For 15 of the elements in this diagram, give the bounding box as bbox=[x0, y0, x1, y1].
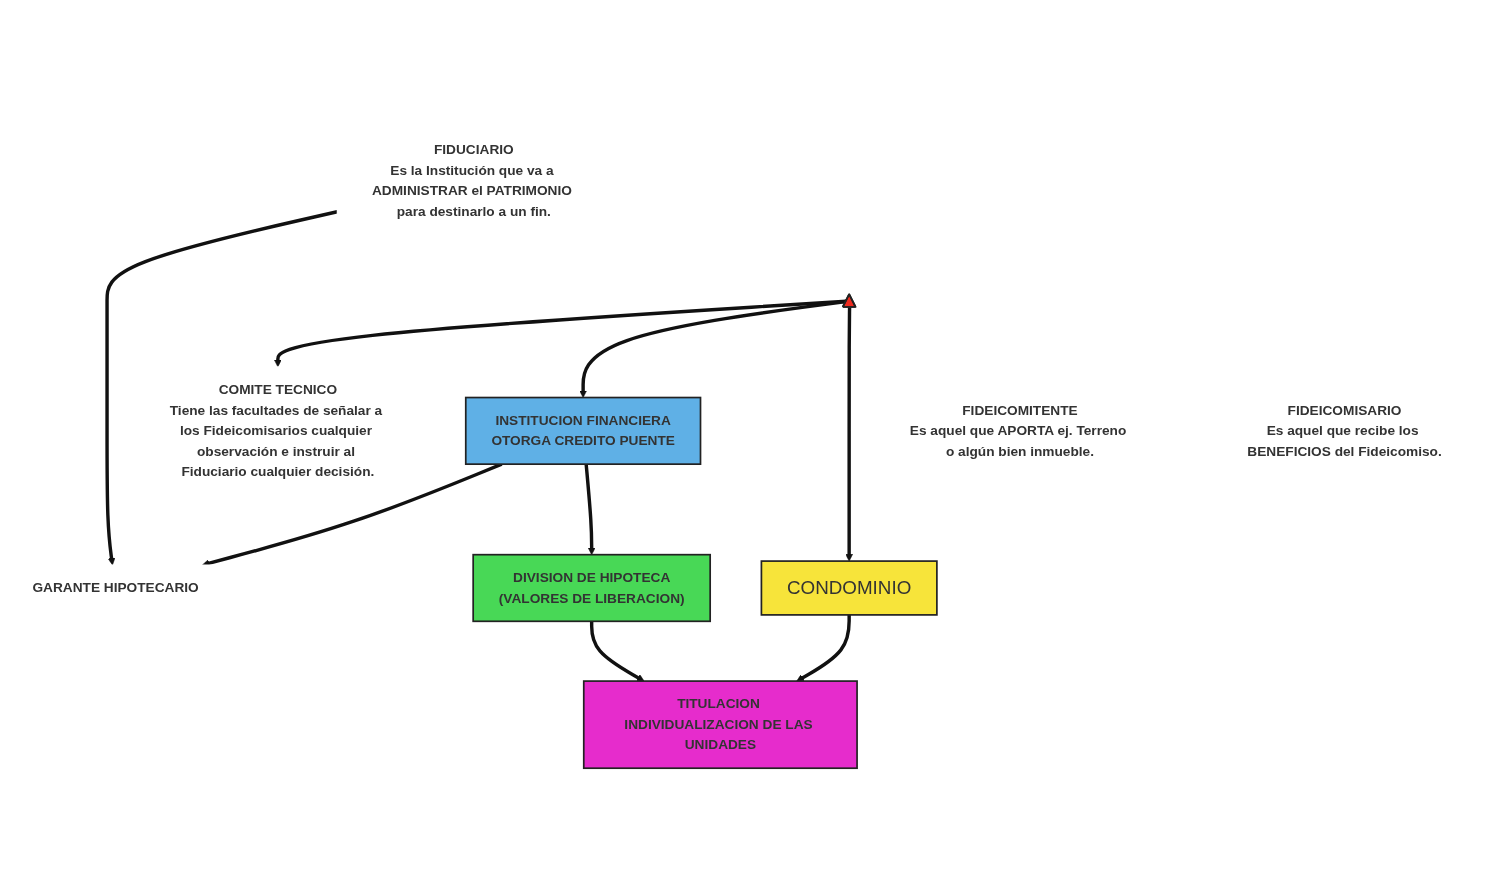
node-box: INSTITUCION FINANCIERA OTORGA CREDITO PUENTE bbox=[464, 396, 702, 465]
node-box: DIVISION DE HIPOTECA (VALORES DE LIBERACION) bbox=[472, 553, 712, 623]
node-text: COMITE TECNICO Tiene las facultades de señalar a los Fideicomisarios cualquier observación e instruir al Fiduciario cualquier decisión. bbox=[169, 382, 383, 479]
arrow bbox=[579, 299, 847, 398]
arrow bbox=[589, 621, 645, 682]
node-text: FIDUCIARIO Es la Institución que va a ADMINISTRAR el PATRIMONIO para destinarlo a un fin. bbox=[371, 142, 572, 219]
node-text: GARANTE HIPOTECARIO bbox=[32, 580, 199, 595]
node-text: FIDEICOMISARIO Es aquel que recibe los BENEFICIOS del Fideicomiso. bbox=[1247, 402, 1442, 459]
arrow bbox=[105, 210, 338, 566]
arrow bbox=[845, 307, 853, 562]
node-box: CONDOMINIO bbox=[760, 560, 938, 616]
node-box: TITULACION INDIVIDUALIZACION DE LAS UNIDADES bbox=[582, 680, 858, 770]
arrow bbox=[584, 464, 596, 556]
arrow bbox=[796, 614, 851, 682]
node-text: FIDEICOMITENTE Es aquel que APORTA ej. Terreno o algún bien inmueble. bbox=[909, 402, 1127, 459]
